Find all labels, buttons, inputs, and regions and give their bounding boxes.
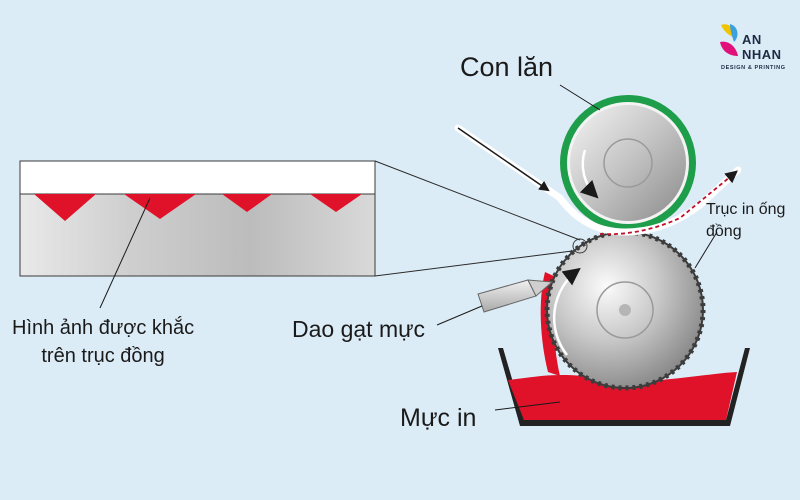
panel-substrate (19, 160, 376, 195)
logo-line1: AN (742, 32, 762, 47)
leader-blade (436, 305, 483, 326)
label-engraved-line1: Hình ảnh được khắc (12, 317, 195, 339)
magnified-panel (19, 160, 376, 277)
plate-rotation-arrow (552, 267, 581, 356)
impression-roller (560, 95, 696, 231)
logo-tagline: DESIGN & PRINTING (721, 65, 786, 71)
roller-rotation-arrow (579, 149, 599, 199)
engraved-cell-3 (222, 194, 272, 212)
ink-pool (508, 372, 737, 420)
engraved-cell-1 (34, 194, 96, 221)
label-engraved-line2: trên trục đồng (41, 345, 165, 367)
leader-plate-cylinder (694, 231, 718, 269)
web-out-arrow (599, 170, 738, 236)
nip-highlight (572, 238, 588, 254)
leader-engraved (99, 197, 151, 309)
logo-mark-icon (720, 24, 738, 56)
label-doctor-blade: Dao gạt mực (292, 316, 426, 342)
label-roller: Con lăn (460, 52, 554, 82)
logo-line2: NHAN (742, 47, 782, 62)
label-ink: Mực in (400, 404, 477, 432)
ink-tray (498, 348, 750, 426)
substrate-web (454, 124, 742, 236)
plate-cylinder (544, 229, 706, 391)
brand-logo: AN NHAN DESIGN & PRINTING (718, 22, 790, 78)
zoom-line-top (374, 160, 581, 241)
engraved-cell-2 (124, 194, 196, 219)
web-in-arrow (457, 127, 550, 192)
zoom-line-bottom (374, 249, 581, 277)
label-plate-cylinder-line2: đồng (706, 223, 742, 240)
label-plate-cylinder: Trục in ống đồng (706, 199, 785, 243)
label-engraved-image: Hình ảnh được khắc trên trục đồng (12, 314, 194, 370)
leader-ink (494, 401, 561, 411)
leader-roller (559, 84, 601, 111)
engraved-cell-4 (310, 194, 362, 212)
label-plate-cylinder-line1: Trục in ống (706, 201, 786, 218)
